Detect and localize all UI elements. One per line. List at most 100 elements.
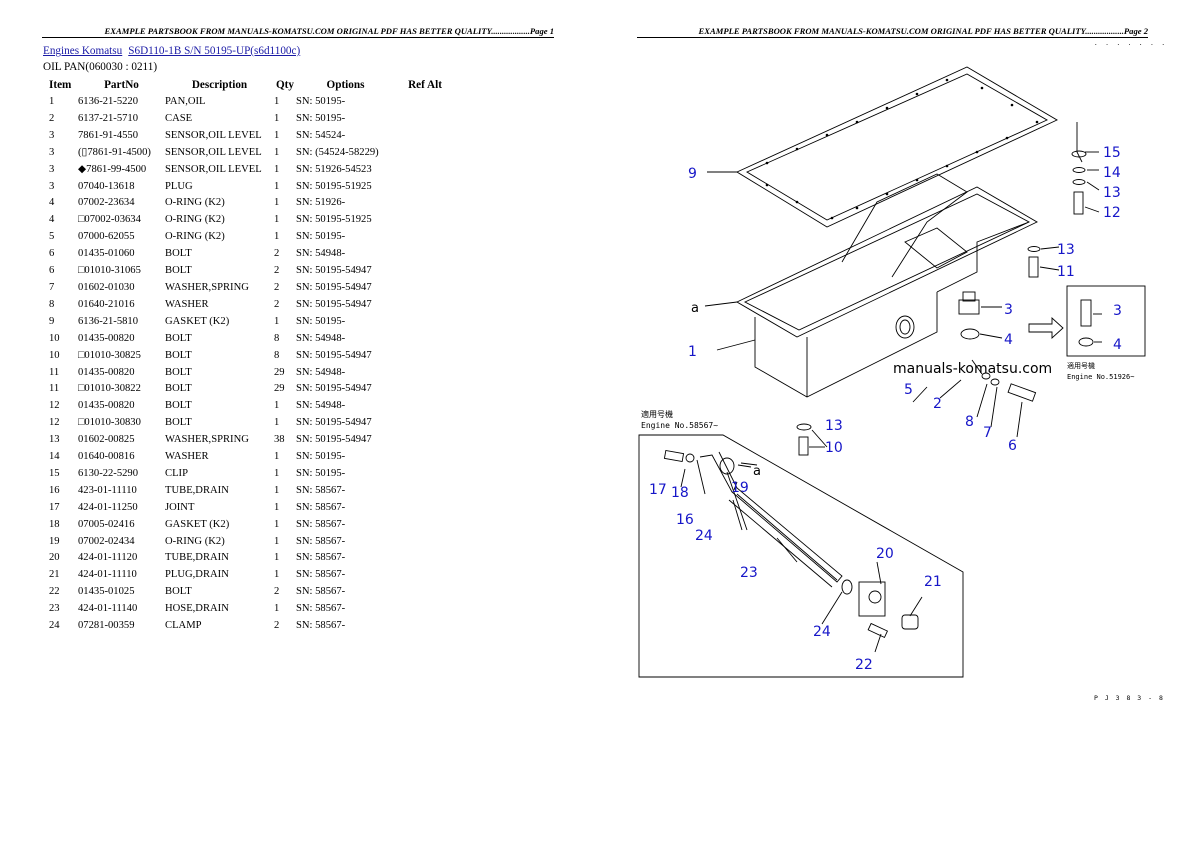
cell-options: SN: 54524-: [296, 129, 346, 141]
engine-label-jp-2: 適用号機: [1067, 361, 1095, 370]
col-header-refalt: Ref Alt: [408, 79, 442, 91]
cell-item: 4: [49, 214, 55, 226]
gasket-holes: [765, 78, 1039, 220]
cell-refalt: [395, 94, 455, 111]
gasket-outline: [736, 66, 1058, 228]
cell-refalt: [395, 111, 455, 128]
cell-partno: 01602-00825: [78, 434, 135, 446]
leader-lines: [680, 151, 1102, 653]
cell-description: BOLT: [165, 400, 192, 412]
callout-12: 12: [1103, 205, 1121, 221]
cell-options: SN: 51926-54523: [296, 163, 372, 175]
cell-options: SN: 50195-54947: [296, 434, 372, 446]
cell-item: 4: [49, 197, 55, 209]
cell-description: WASHER: [165, 451, 209, 463]
cell-refalt: [395, 212, 455, 229]
cell-refalt: [395, 381, 455, 398]
cell-refalt: [395, 229, 455, 246]
cell-refalt: [395, 145, 455, 162]
cell-item: 20: [49, 552, 60, 564]
cell-partno: 424-01-11250: [78, 501, 138, 513]
ref-letter-a-2: a: [753, 464, 761, 479]
cell-partno: 07005-02416: [78, 518, 135, 530]
breadcrumb-link-engines[interactable]: Engines Komatsu: [43, 45, 123, 57]
cell-partno: □01010-30822: [78, 383, 141, 395]
cell-description: BOLT: [165, 383, 192, 395]
cell-options: SN: 58567-: [296, 484, 346, 496]
cell-refalt: [395, 280, 455, 297]
callout-7: 7: [983, 425, 992, 441]
cell-options: SN: 54948-: [296, 248, 346, 260]
cell-qty: 1: [274, 180, 280, 192]
callout-22: 22: [855, 657, 873, 673]
cell-options: SN: (54524-58229): [296, 146, 379, 158]
cell-qty: 2: [274, 620, 280, 632]
cell-partno: □01010-30830: [78, 417, 141, 429]
cell-partno: 423-01-11110: [78, 484, 137, 496]
cell-refalt: [395, 618, 455, 635]
cell-description: O-RING (K2): [165, 535, 225, 547]
cell-qty: 1: [274, 129, 280, 141]
callout-2: 2: [933, 396, 942, 412]
exploded-diagram: a a 適用号機 Engine No.58567~ 適用号機 Engine No…: [638, 66, 1146, 678]
cell-description: BOLT: [165, 349, 192, 361]
callout-3-b: 3: [1113, 303, 1122, 319]
cell-qty: 2: [274, 248, 280, 260]
cell-partno: 07040-13618: [78, 180, 135, 192]
cell-refalt: [395, 263, 455, 280]
cell-refalt: [395, 483, 455, 500]
engine-label-jp-1: 適用号機: [641, 409, 673, 419]
cell-options: SN: 50195-: [296, 231, 346, 243]
cell-item: 11: [49, 366, 60, 378]
breadcrumb-link-model[interactable]: S6D110-1B S/N 50195-UP(s6d1100c): [128, 45, 301, 57]
table-header-row: Item PartNo Description Qty Options Ref …: [43, 76, 455, 94]
cell-description: PAN,OIL: [165, 96, 206, 107]
cell-refalt: [395, 500, 455, 517]
cell-options: SN: 50195-: [296, 467, 346, 479]
cell-refalt: [395, 432, 455, 449]
cell-options: SN: 50195-: [296, 315, 346, 327]
cell-item: 5: [49, 231, 55, 243]
cell-qty: 1: [274, 146, 280, 158]
cell-description: CLAMP: [165, 620, 202, 632]
callout-24-a: 24: [695, 528, 713, 544]
parts-table: Item PartNo Description Qty Options Ref …: [43, 76, 455, 635]
cell-refalt: [395, 162, 455, 179]
cell-qty: 1: [274, 518, 280, 530]
cell-description: SENSOR,OIL LEVEL: [165, 146, 262, 158]
cell-item: 15: [49, 467, 60, 479]
cell-refalt: [395, 415, 455, 432]
cell-options: SN: 54948-: [296, 366, 346, 378]
cell-description: PLUG,DRAIN: [165, 569, 229, 581]
cell-partno: 01435-00820: [78, 366, 135, 378]
cell-options: SN: 50195-54947: [296, 417, 372, 429]
cell-options: SN: 50195-54947: [296, 265, 372, 277]
cell-description: BOLT: [165, 417, 192, 429]
cell-description: O-RING (K2): [165, 197, 225, 209]
section-title: OIL PAN(060030 : 0211): [43, 61, 158, 73]
cell-options: SN: 58567-: [296, 518, 346, 530]
cell-qty: 2: [274, 265, 280, 277]
cell-partno: 6136-21-5810: [78, 315, 139, 327]
cell-options: SN: 50195-51925: [296, 214, 372, 226]
cell-qty: 1: [274, 603, 280, 615]
cell-item: 17: [49, 501, 60, 513]
cell-partno: 01602-01030: [78, 281, 135, 293]
cell-qty: 29: [274, 383, 285, 395]
cell-qty: 1: [274, 467, 280, 479]
cell-item: 13: [49, 434, 60, 446]
callout-14: 14: [1103, 165, 1121, 181]
cell-item: 23: [49, 603, 60, 615]
callout-13-b: 13: [1057, 242, 1075, 258]
cell-item: 22: [49, 586, 60, 598]
cell-partno: 01435-00820: [78, 332, 135, 344]
